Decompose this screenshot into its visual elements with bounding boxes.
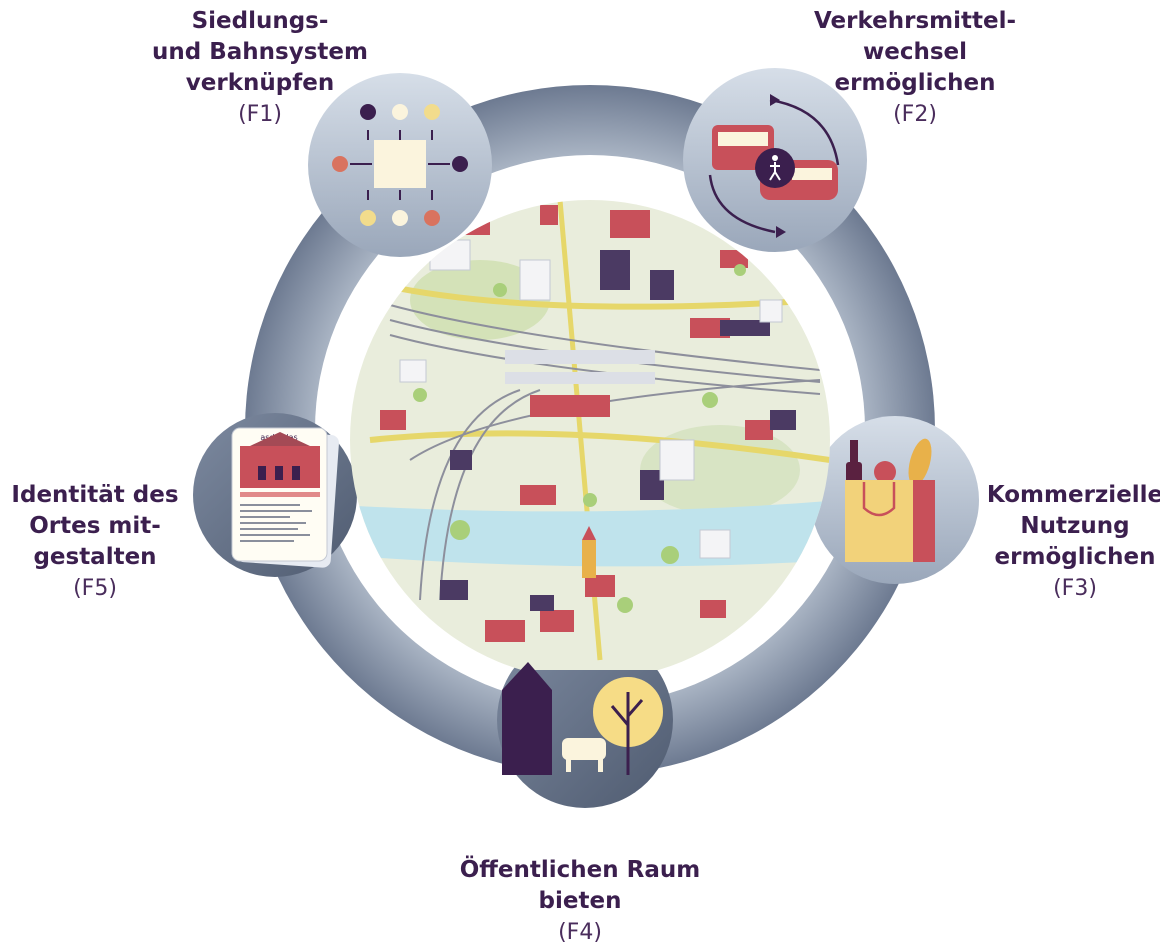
label-line: Identität des <box>11 482 179 508</box>
station-identity-card-icon: asdasdas <box>231 427 339 568</box>
label-line: Nutzung <box>1020 513 1130 539</box>
label-line: Ortes mit- <box>29 513 161 539</box>
label-line: Kommerzielle <box>986 482 1160 508</box>
city-illustration <box>350 200 830 670</box>
public-space-icon <box>502 662 663 775</box>
function-code: (F1) <box>238 102 282 127</box>
label-line: Öffentlichen Raum <box>459 857 701 883</box>
function-label-f5: Identität des Ortes mit- gestalten (F5) <box>0 480 190 604</box>
label-line: bieten <box>538 888 622 914</box>
function-code: (F5) <box>73 576 117 601</box>
shopping-bag-icon <box>845 438 935 562</box>
function-code: (F3) <box>1053 576 1097 601</box>
label-line: gestalten <box>33 544 157 570</box>
function-label-f3: Kommerzielle Nutzung ermöglichen (F3) <box>985 480 1160 604</box>
label-line: Verkehrsmittel- <box>813 8 1017 34</box>
function-label-f4: Öffentlichen Raum bieten (F4) <box>440 855 720 948</box>
label-line: verknüpfen <box>185 70 335 96</box>
mode-change-icon <box>708 94 840 238</box>
label-line: ermöglichen <box>834 70 996 96</box>
label-line: Siedlungs- <box>191 8 329 34</box>
function-label-f2: Verkehrsmittel- wechsel ermöglichen (F2) <box>795 6 1035 130</box>
label-line: und Bahnsystem <box>152 39 368 65</box>
settlement-connection-icon <box>332 104 468 226</box>
label-line: ermöglichen <box>994 544 1156 570</box>
function-code: (F2) <box>893 102 937 127</box>
function-label-f1: Siedlungs- und Bahnsystem verknüpfen (F1… <box>150 6 370 130</box>
function-code: (F4) <box>558 920 602 945</box>
label-line: wechsel <box>862 39 968 65</box>
